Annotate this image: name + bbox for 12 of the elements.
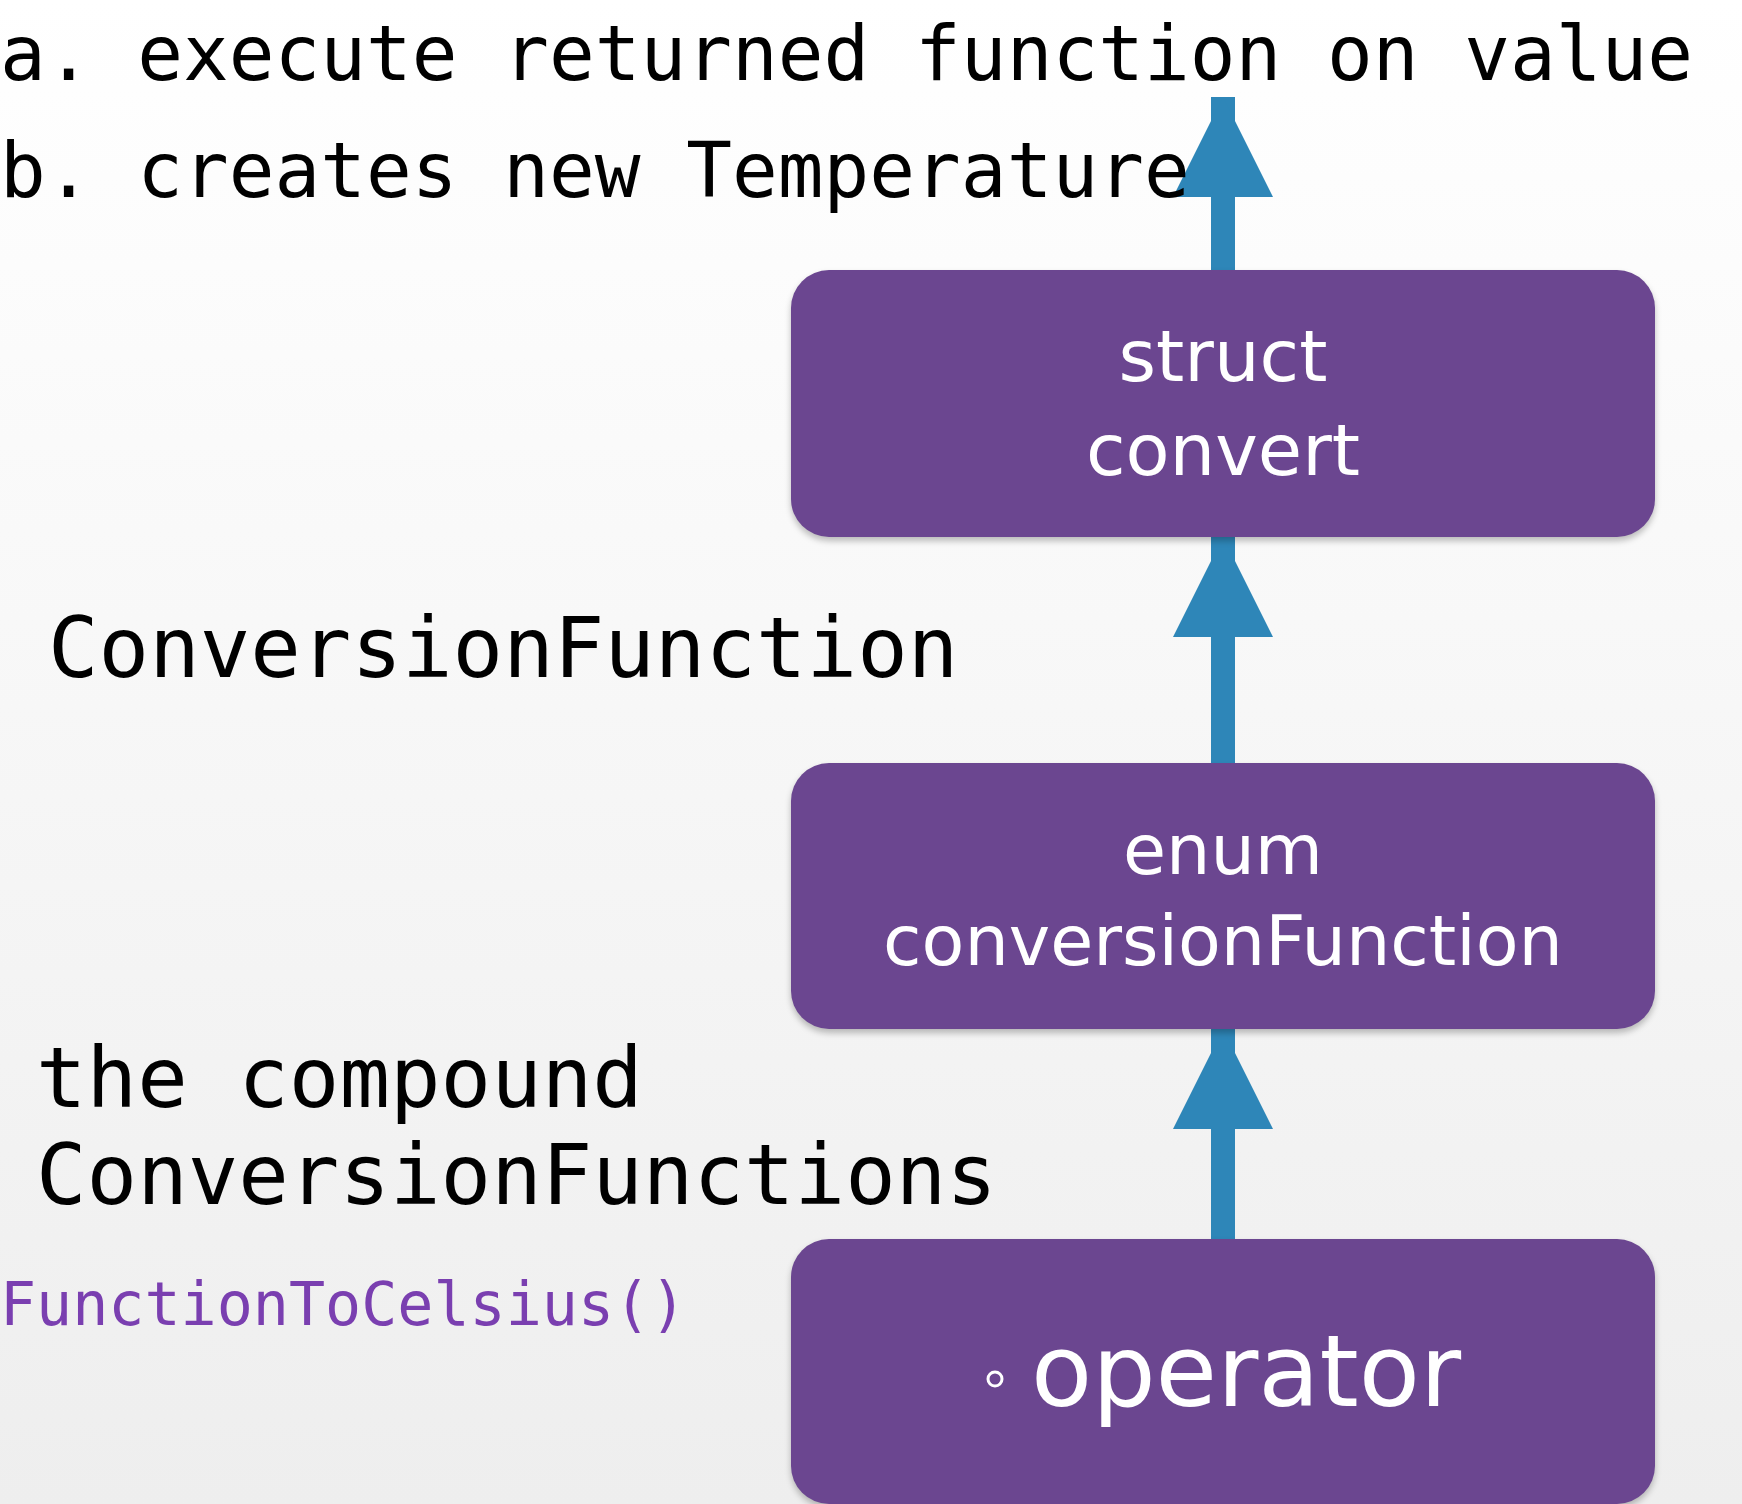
annotation-text: b. creates new Temperature <box>0 127 1190 215</box>
arrow <box>1173 537 1273 763</box>
process-box <box>791 1239 1655 1504</box>
box-label: enum conversionFunction <box>882 808 1564 984</box>
arrow <box>1173 1029 1273 1239</box>
box-label: struct convert <box>1085 312 1361 494</box>
annotation-text: ConversionFunction <box>48 600 959 697</box>
box-label: operator <box>1030 1311 1462 1432</box>
process-box <box>791 763 1655 1029</box>
process-box <box>791 270 1655 537</box>
code-text: FunctionToCelsius() <box>0 1270 687 1339</box>
annotation-text: a. execute returned function on value <box>0 10 1693 98</box>
